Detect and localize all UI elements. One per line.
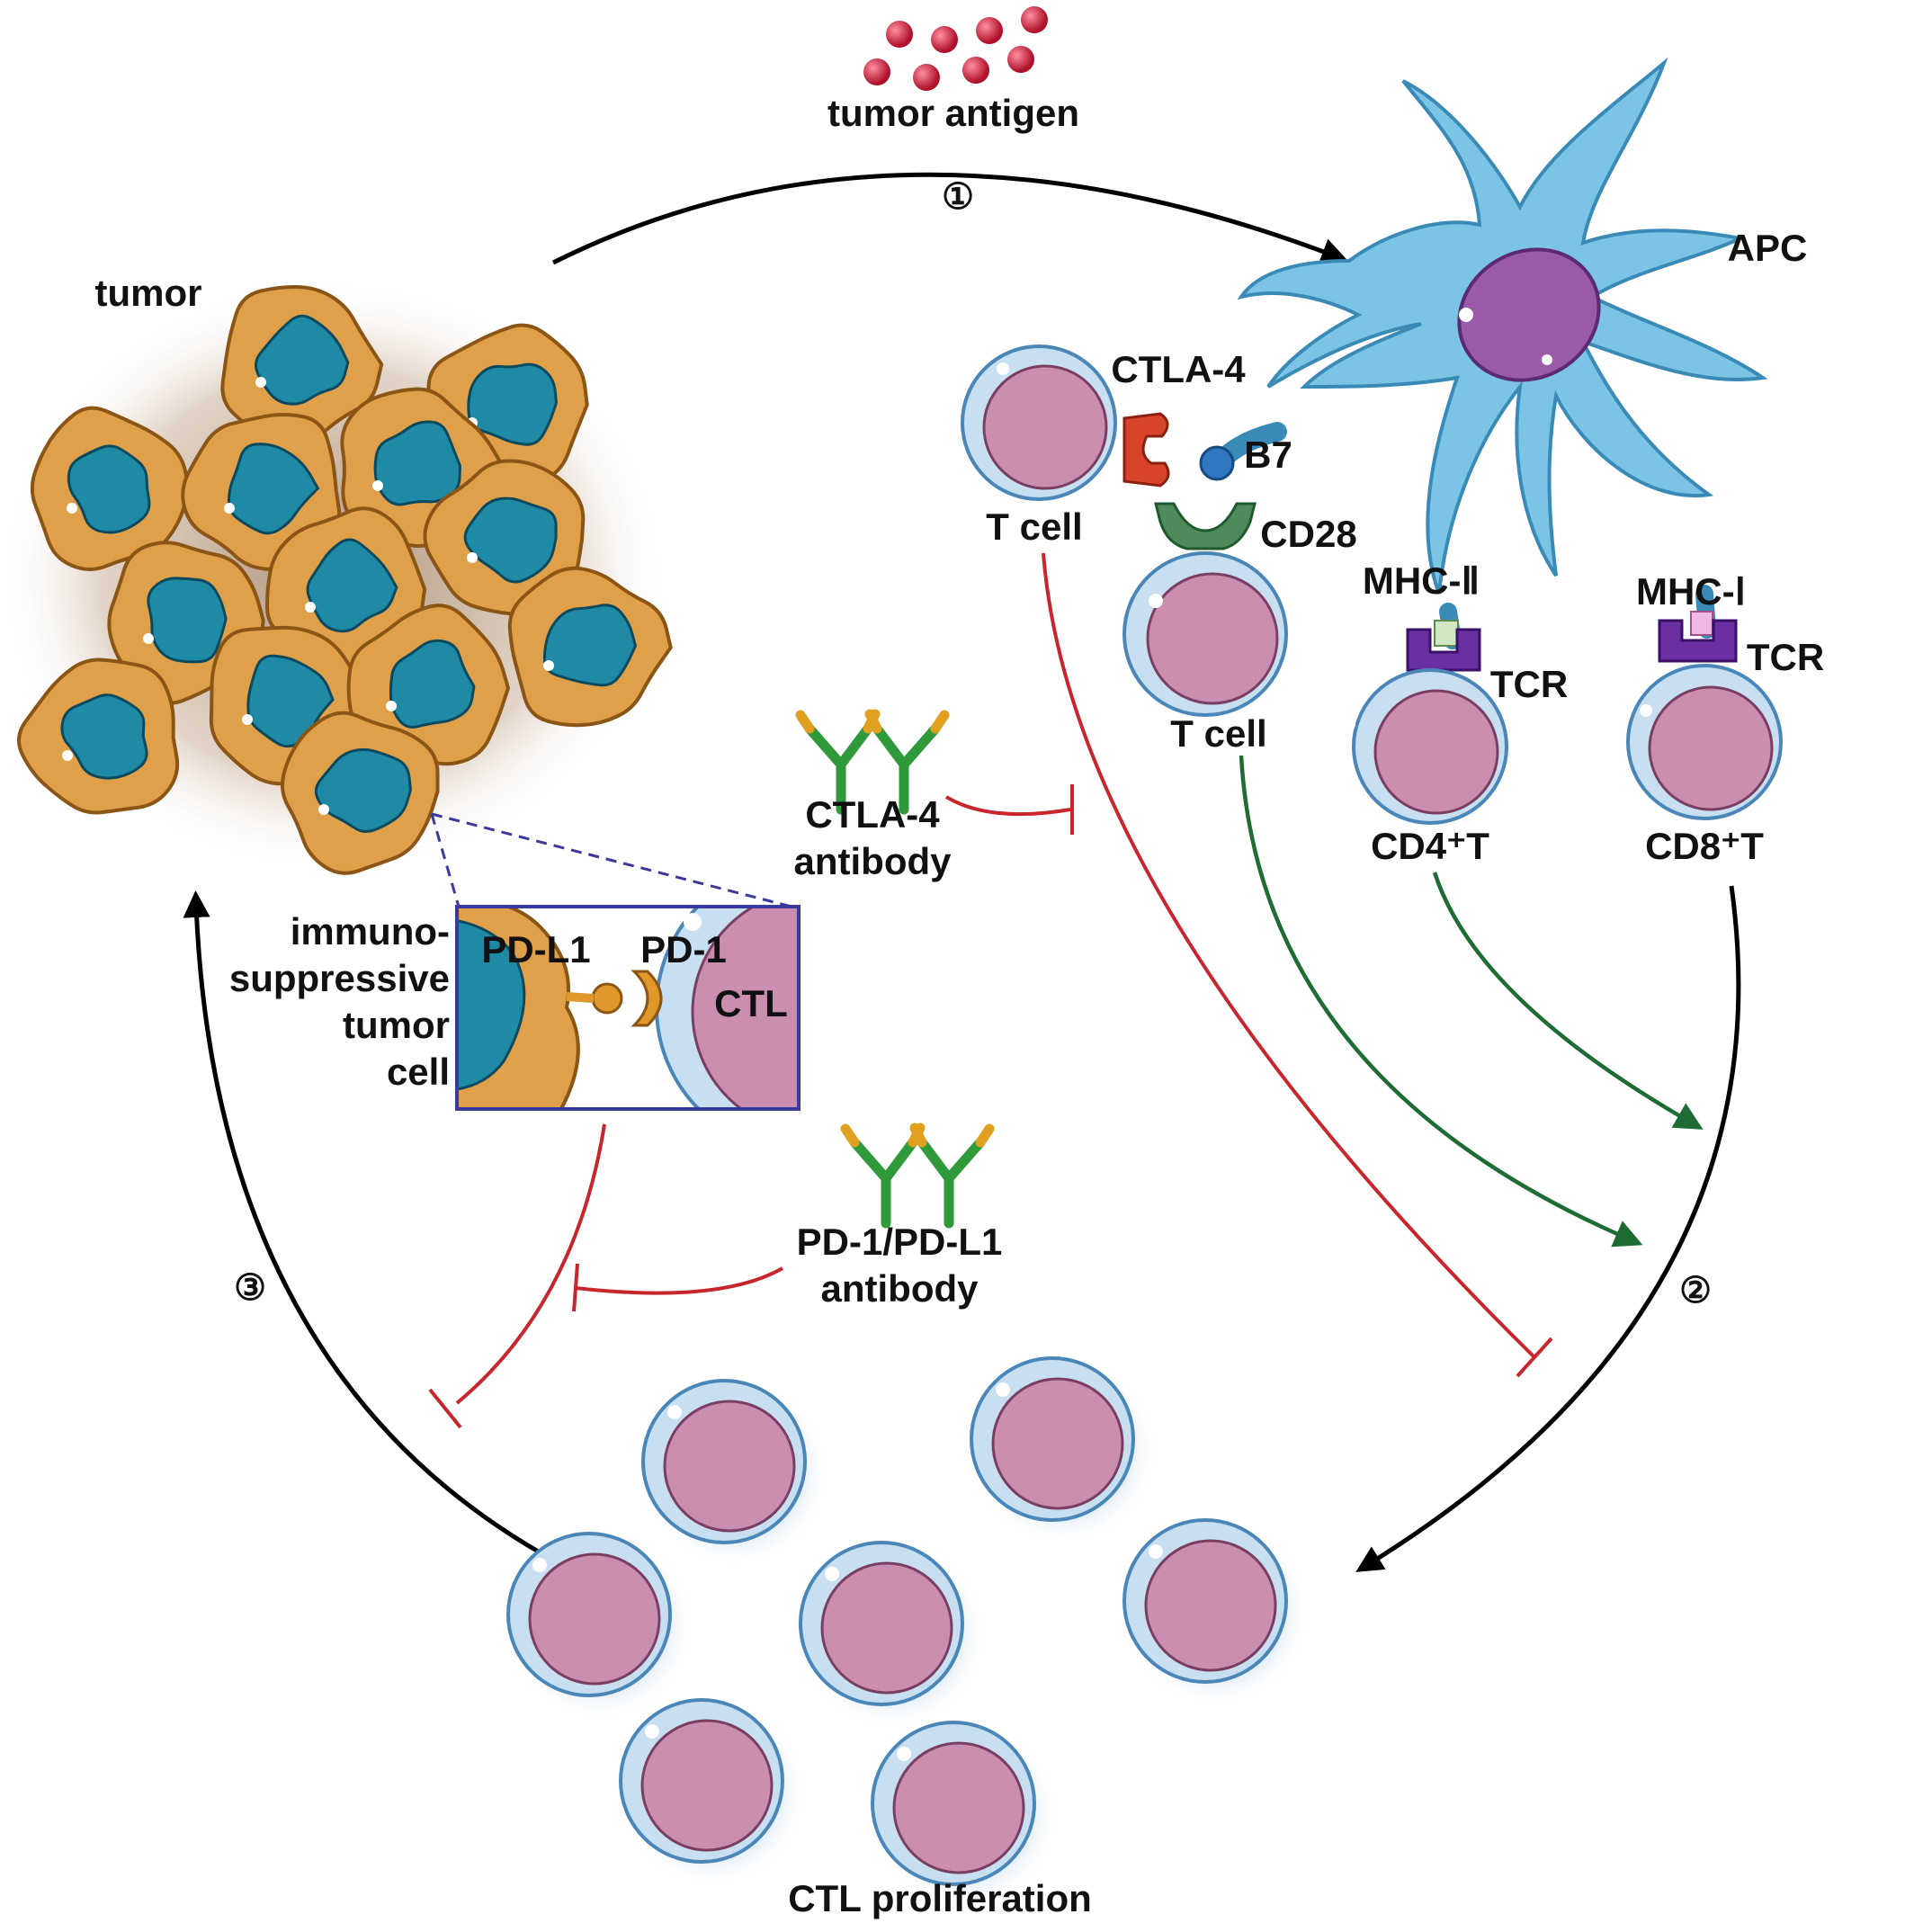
pd-antibody-inhibition: [575, 1266, 783, 1295]
zoom-line-left: [430, 813, 461, 908]
t-cell-to-ctl-arrow: [1355, 885, 1741, 1572]
mhc-i-molecule: [1690, 611, 1713, 636]
tcr-label-1: TCR: [1490, 663, 1568, 705]
ctl-cell: [798, 1540, 987, 1729]
ctla4-antibody-inhibition: [944, 795, 1071, 817]
ctla4-antibody-label-2: antibody: [794, 840, 953, 882]
pdl1-ligand: [591, 982, 623, 1015]
immuno-line-3: tumor: [343, 1004, 450, 1046]
ctla4-inhibition-tbar: [1516, 1337, 1553, 1378]
ctl-proliferation-cluster: [505, 1355, 1310, 1909]
ctl-cell: [1122, 1517, 1310, 1706]
tumor-antigen-particles: [863, 6, 1048, 91]
step-3-marker: ③: [234, 1268, 266, 1308]
tumor-cell: [281, 711, 440, 875]
t-cell-ctla4: [961, 344, 1117, 501]
tumor-cell: [423, 459, 586, 616]
cd28-activation-arrow: [1239, 755, 1643, 1248]
tumor-antigen-label: tumor antigen: [827, 92, 1079, 134]
cd8-t-cell: [1626, 664, 1783, 820]
antibody-y: [864, 709, 950, 815]
pd1-receptor: [631, 970, 663, 1027]
tumor-cell: [265, 506, 427, 671]
ctla4-antibody-label-1: CTLA-4: [805, 793, 940, 836]
tcr-label-2: TCR: [1747, 636, 1824, 678]
cd4-activation-arrow: [1432, 872, 1704, 1130]
ctla4-antibody-icon: [795, 709, 950, 815]
pd-antibody-tbar: [572, 1263, 579, 1312]
immuno-line-2: suppressive: [229, 957, 450, 999]
apc-cell: [1237, 57, 1768, 595]
t-cell-cd28: [1122, 551, 1288, 717]
pd1-inhibition-tbar: [428, 1388, 462, 1429]
immuno-line-1: immuno-: [291, 910, 450, 953]
immuno-line-4: cell: [387, 1051, 450, 1093]
ctl-proliferation-label: CTL proliferation: [788, 1877, 1092, 1919]
ctl-cell: [969, 1355, 1158, 1544]
cd28-label: CD28: [1260, 513, 1356, 555]
ctl-cell: [505, 1531, 694, 1720]
pd1-label: PD-1: [640, 928, 727, 970]
b7-ligand: [1199, 445, 1235, 481]
cd4-t-cell: [1343, 668, 1508, 825]
ctl-label: CTL: [714, 982, 788, 1024]
cd4t-label: CD4⁺T: [1371, 825, 1489, 867]
tumor-cell: [30, 406, 192, 571]
tumor-cell: [346, 604, 511, 766]
b7-label: B7: [1244, 434, 1292, 476]
pd-antibody-icon: [840, 1123, 995, 1229]
mhc-ii-molecule: [1434, 620, 1459, 647]
antibody-y: [840, 1123, 926, 1229]
tumor-cell: [17, 657, 180, 815]
pd-antibody-label-1: PD-1/PD-L1: [797, 1221, 1003, 1263]
tumor-label: tumor: [95, 272, 202, 314]
pd1-inset: [455, 905, 800, 1111]
ctl-to-tumor-arrow: [183, 890, 600, 1586]
cd28-receptor: [1154, 502, 1257, 550]
apc-nucleus: [1457, 247, 1601, 382]
pdl1-stalk: [566, 992, 595, 1003]
ctl-cell: [618, 1697, 807, 1886]
step-2-marker: ②: [1679, 1271, 1712, 1310]
t-cell-label-1: T cell: [986, 505, 1082, 548]
mhc-ii-label: MHC-Ⅱ: [1363, 559, 1480, 602]
pd1-inhibition-line: [455, 1123, 606, 1405]
step-1-marker: ①: [942, 177, 974, 217]
immunosuppressive-tumor-cell-label: immuno- suppressive tumor cell: [229, 910, 450, 1093]
ctla4-inhibition-line: [1042, 552, 1535, 1358]
apc-label: APC: [1728, 227, 1808, 269]
ctla4-receptor: [1122, 412, 1170, 487]
tcr-cd8: [1658, 619, 1738, 663]
ctla4-label: CTLA-4: [1111, 348, 1246, 390]
tumor-cell: [220, 284, 384, 445]
mhc-i-label: MHC-Ⅰ: [1636, 570, 1746, 613]
cd8t-label: CD8⁺T: [1645, 825, 1764, 867]
ctl-cell: [640, 1378, 829, 1567]
ctl-cell: [870, 1720, 1059, 1909]
pd-antibody-label-2: antibody: [821, 1267, 979, 1310]
antigen-uptake-arrow: [551, 172, 1349, 265]
tumor-cell: [507, 566, 673, 728]
t-cell-label-2: T cell: [1170, 712, 1266, 755]
pdl1-label: PD-L1: [481, 928, 590, 970]
tumor-cluster: [17, 284, 673, 875]
antibody-y: [909, 1123, 995, 1229]
zoom-line-right: [431, 812, 792, 908]
